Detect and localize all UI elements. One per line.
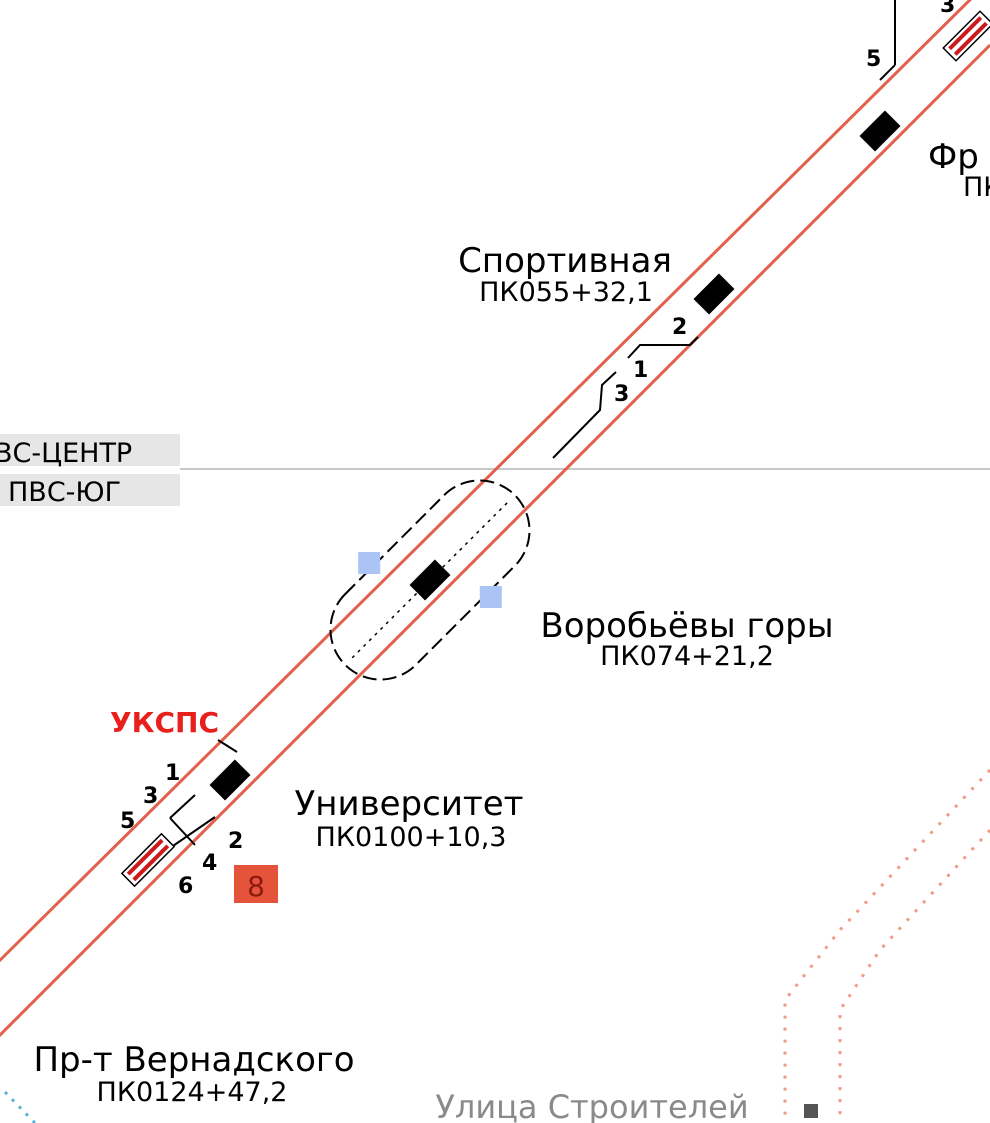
switch-number-universitet-6: 6 — [178, 874, 193, 899]
switch-universitet-bottom — [120, 832, 176, 888]
station-name-vorobyovy-gory[interactable]: Воробьёвы горы — [540, 606, 833, 646]
station-pk-sportivnaya: ПК055+32,1 — [479, 277, 653, 308]
station-pk-vorobyovy-gory: ПК074+21,2 — [600, 641, 774, 672]
switch-number-universitet-1: 1 — [165, 761, 180, 786]
switch-number-sportivnaya-1: 1 — [633, 358, 648, 383]
station-marker-sportivnaya[interactable] — [693, 273, 735, 315]
highlight-marker-1 — [358, 552, 381, 575]
switch-number-sportivnaya-3: 3 — [614, 382, 629, 407]
station-marker-universitet[interactable] — [209, 759, 251, 801]
switch-number-universitet-3: 3 — [143, 784, 158, 809]
bridge-vorobyovy-gory — [329, 479, 531, 681]
station-name-sportivnaya[interactable]: Спортивная — [458, 241, 672, 281]
station-pk-frunzenskaya: ПК — [963, 172, 990, 203]
station-marker-vorobyovy-gory[interactable] — [409, 559, 451, 601]
station-name-frunzenskaya[interactable]: Фр — [928, 137, 979, 177]
track-2 — [0, 43, 990, 1038]
station-pk-vernadskogo: ПК0124+47,2 — [97, 1077, 288, 1108]
badge-number[interactable]: 8 — [247, 870, 265, 903]
signal-label-ukspс[interactable]: УКСПС — [110, 706, 219, 739]
switch-number-top-3: 3 — [940, 0, 955, 18]
other-line-tracks — [783, 768, 990, 1123]
zone-label-lower[interactable]: ПВС-ЮГ — [8, 477, 121, 508]
switch-number-top-5: 5 — [866, 47, 881, 72]
switch-number-universitet-2: 2 — [228, 829, 243, 854]
switch-number-universitet-5: 5 — [120, 809, 135, 834]
switch-number-sportivnaya-2: 2 — [672, 315, 687, 340]
station-pk-universitet: ПК0100+10,3 — [316, 822, 507, 853]
station-name-universitet[interactable]: Университет — [295, 784, 524, 824]
highlight-marker-2 — [479, 585, 502, 608]
switch-group-universitet — [169, 739, 238, 849]
other-station-marker[interactable] — [804, 1104, 818, 1118]
switch-group-sportivnaya — [552, 336, 699, 459]
station-name-vernadskogo[interactable]: Пр-т Вернадского — [33, 1040, 354, 1080]
zone-label-upper[interactable]: ВС-ЦЕНТР — [0, 438, 132, 469]
aux-line-dotted — [3, 1090, 37, 1123]
zone-label-upper-bg — [0, 434, 180, 466]
other-station-name[interactable]: Улица Строителей — [435, 1088, 748, 1123]
main-tracks — [0, 0, 990, 1038]
switch-number-universitet-4: 4 — [202, 851, 217, 876]
switch-group-top: 5 3 — [866, 0, 990, 81]
station-marker-frunzenskaya[interactable] — [859, 110, 901, 152]
badge-number-bg — [234, 865, 278, 903]
zone-label-lower-bg — [0, 474, 180, 506]
